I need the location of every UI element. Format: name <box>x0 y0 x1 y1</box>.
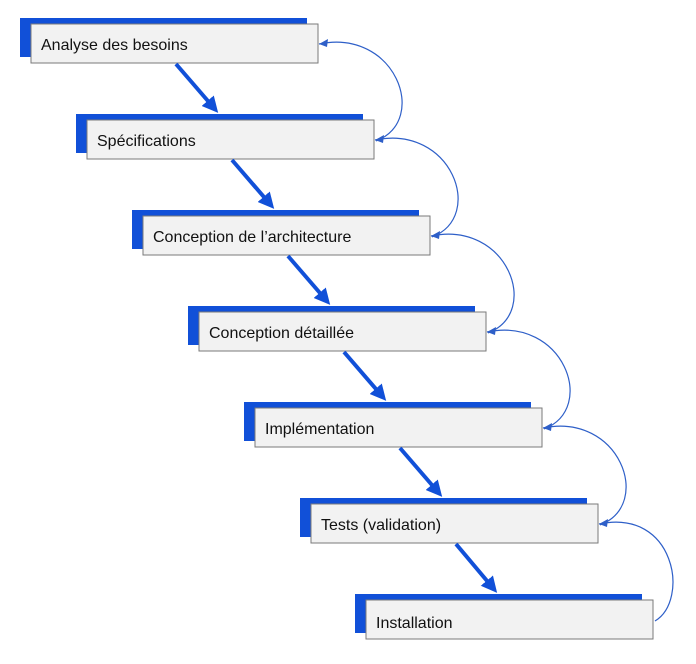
feedback-arrowhead <box>375 135 384 143</box>
feedback-loops <box>318 39 674 622</box>
step-installation: Installation <box>355 594 654 640</box>
step-conception-detaillee: Conception détaillée <box>188 306 487 352</box>
step-shadow-top <box>76 114 363 120</box>
step-shadow-left <box>300 498 313 537</box>
step-box <box>254 407 543 448</box>
feedback-loop <box>318 41 403 142</box>
feedback-loop <box>542 425 627 526</box>
flow-arrow <box>342 350 387 401</box>
step-label: Conception de l’architecture <box>153 229 351 246</box>
step-box <box>310 503 599 544</box>
step-shadow-left <box>76 114 89 153</box>
feedback-loop <box>430 233 515 334</box>
step-label: Spécifications <box>97 133 196 150</box>
feedback-loop <box>598 521 674 622</box>
step-shadow-left <box>20 18 33 57</box>
feedback-loop <box>374 137 459 238</box>
flow-arrow <box>230 158 275 209</box>
step-label: Analyse des besoins <box>41 37 188 54</box>
forward-arrows <box>174 62 498 593</box>
feedback-arrowhead <box>431 231 440 239</box>
feedback-arrowhead <box>599 519 608 527</box>
step-label: Tests (validation) <box>321 517 441 534</box>
feedback-loop <box>486 329 571 430</box>
step-implementation: Implémentation <box>244 402 543 448</box>
step-shadow-top <box>300 498 587 504</box>
step-shadow-top <box>188 306 475 312</box>
step-shadow-left <box>188 306 201 345</box>
step-shadow-top <box>132 210 419 216</box>
step-box <box>365 599 654 640</box>
step-box <box>30 23 319 64</box>
step-shadow-left <box>132 210 145 249</box>
step-shadow-left <box>355 594 368 633</box>
feedback-arrowhead <box>487 327 496 335</box>
step-box <box>86 119 375 160</box>
feedback-arrowhead <box>543 423 552 431</box>
step-tests-validation: Tests (validation) <box>300 498 599 544</box>
step-shadow-top <box>20 18 307 24</box>
step-label: Implémentation <box>265 421 374 438</box>
flow-arrow <box>454 542 498 593</box>
step-specifications: Spécifications <box>76 114 375 160</box>
step-shadow-top <box>355 594 642 600</box>
flow-arrow <box>398 446 443 497</box>
step-label: Conception détaillée <box>209 325 354 342</box>
step-shadow-left <box>244 402 257 441</box>
step-box <box>142 215 431 256</box>
flow-arrow <box>286 254 331 305</box>
step-label: Installation <box>376 615 453 632</box>
flow-arrow <box>174 62 219 113</box>
step-box <box>198 311 487 352</box>
step-analyse-des-besoins: Analyse des besoins <box>20 18 319 64</box>
feedback-arrowhead <box>319 39 328 47</box>
step-shadow-top <box>244 402 531 408</box>
step-conception-architecture: Conception de l’architecture <box>132 210 431 256</box>
